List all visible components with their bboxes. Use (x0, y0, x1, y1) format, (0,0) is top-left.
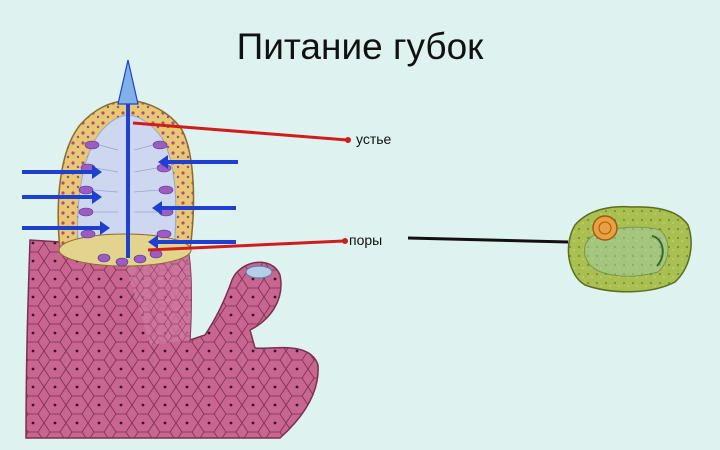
nucleus-icon (592, 215, 618, 241)
sponge-body (25, 239, 319, 439)
sponge-chamber-section (22, 59, 238, 267)
page-title: Питание губок (236, 26, 484, 67)
pointer-dot-icon (342, 238, 348, 244)
pointer-dot-icon (345, 137, 351, 143)
label-ostium: устье (356, 131, 392, 147)
label-pores: поры (349, 232, 383, 248)
pointer-lines (132, 121, 569, 252)
outflow-arrow-icon (117, 59, 139, 258)
water-flow-arrows (22, 155, 238, 249)
ostium-opening-icon (245, 265, 273, 279)
choanocyte-cell (567, 205, 692, 293)
